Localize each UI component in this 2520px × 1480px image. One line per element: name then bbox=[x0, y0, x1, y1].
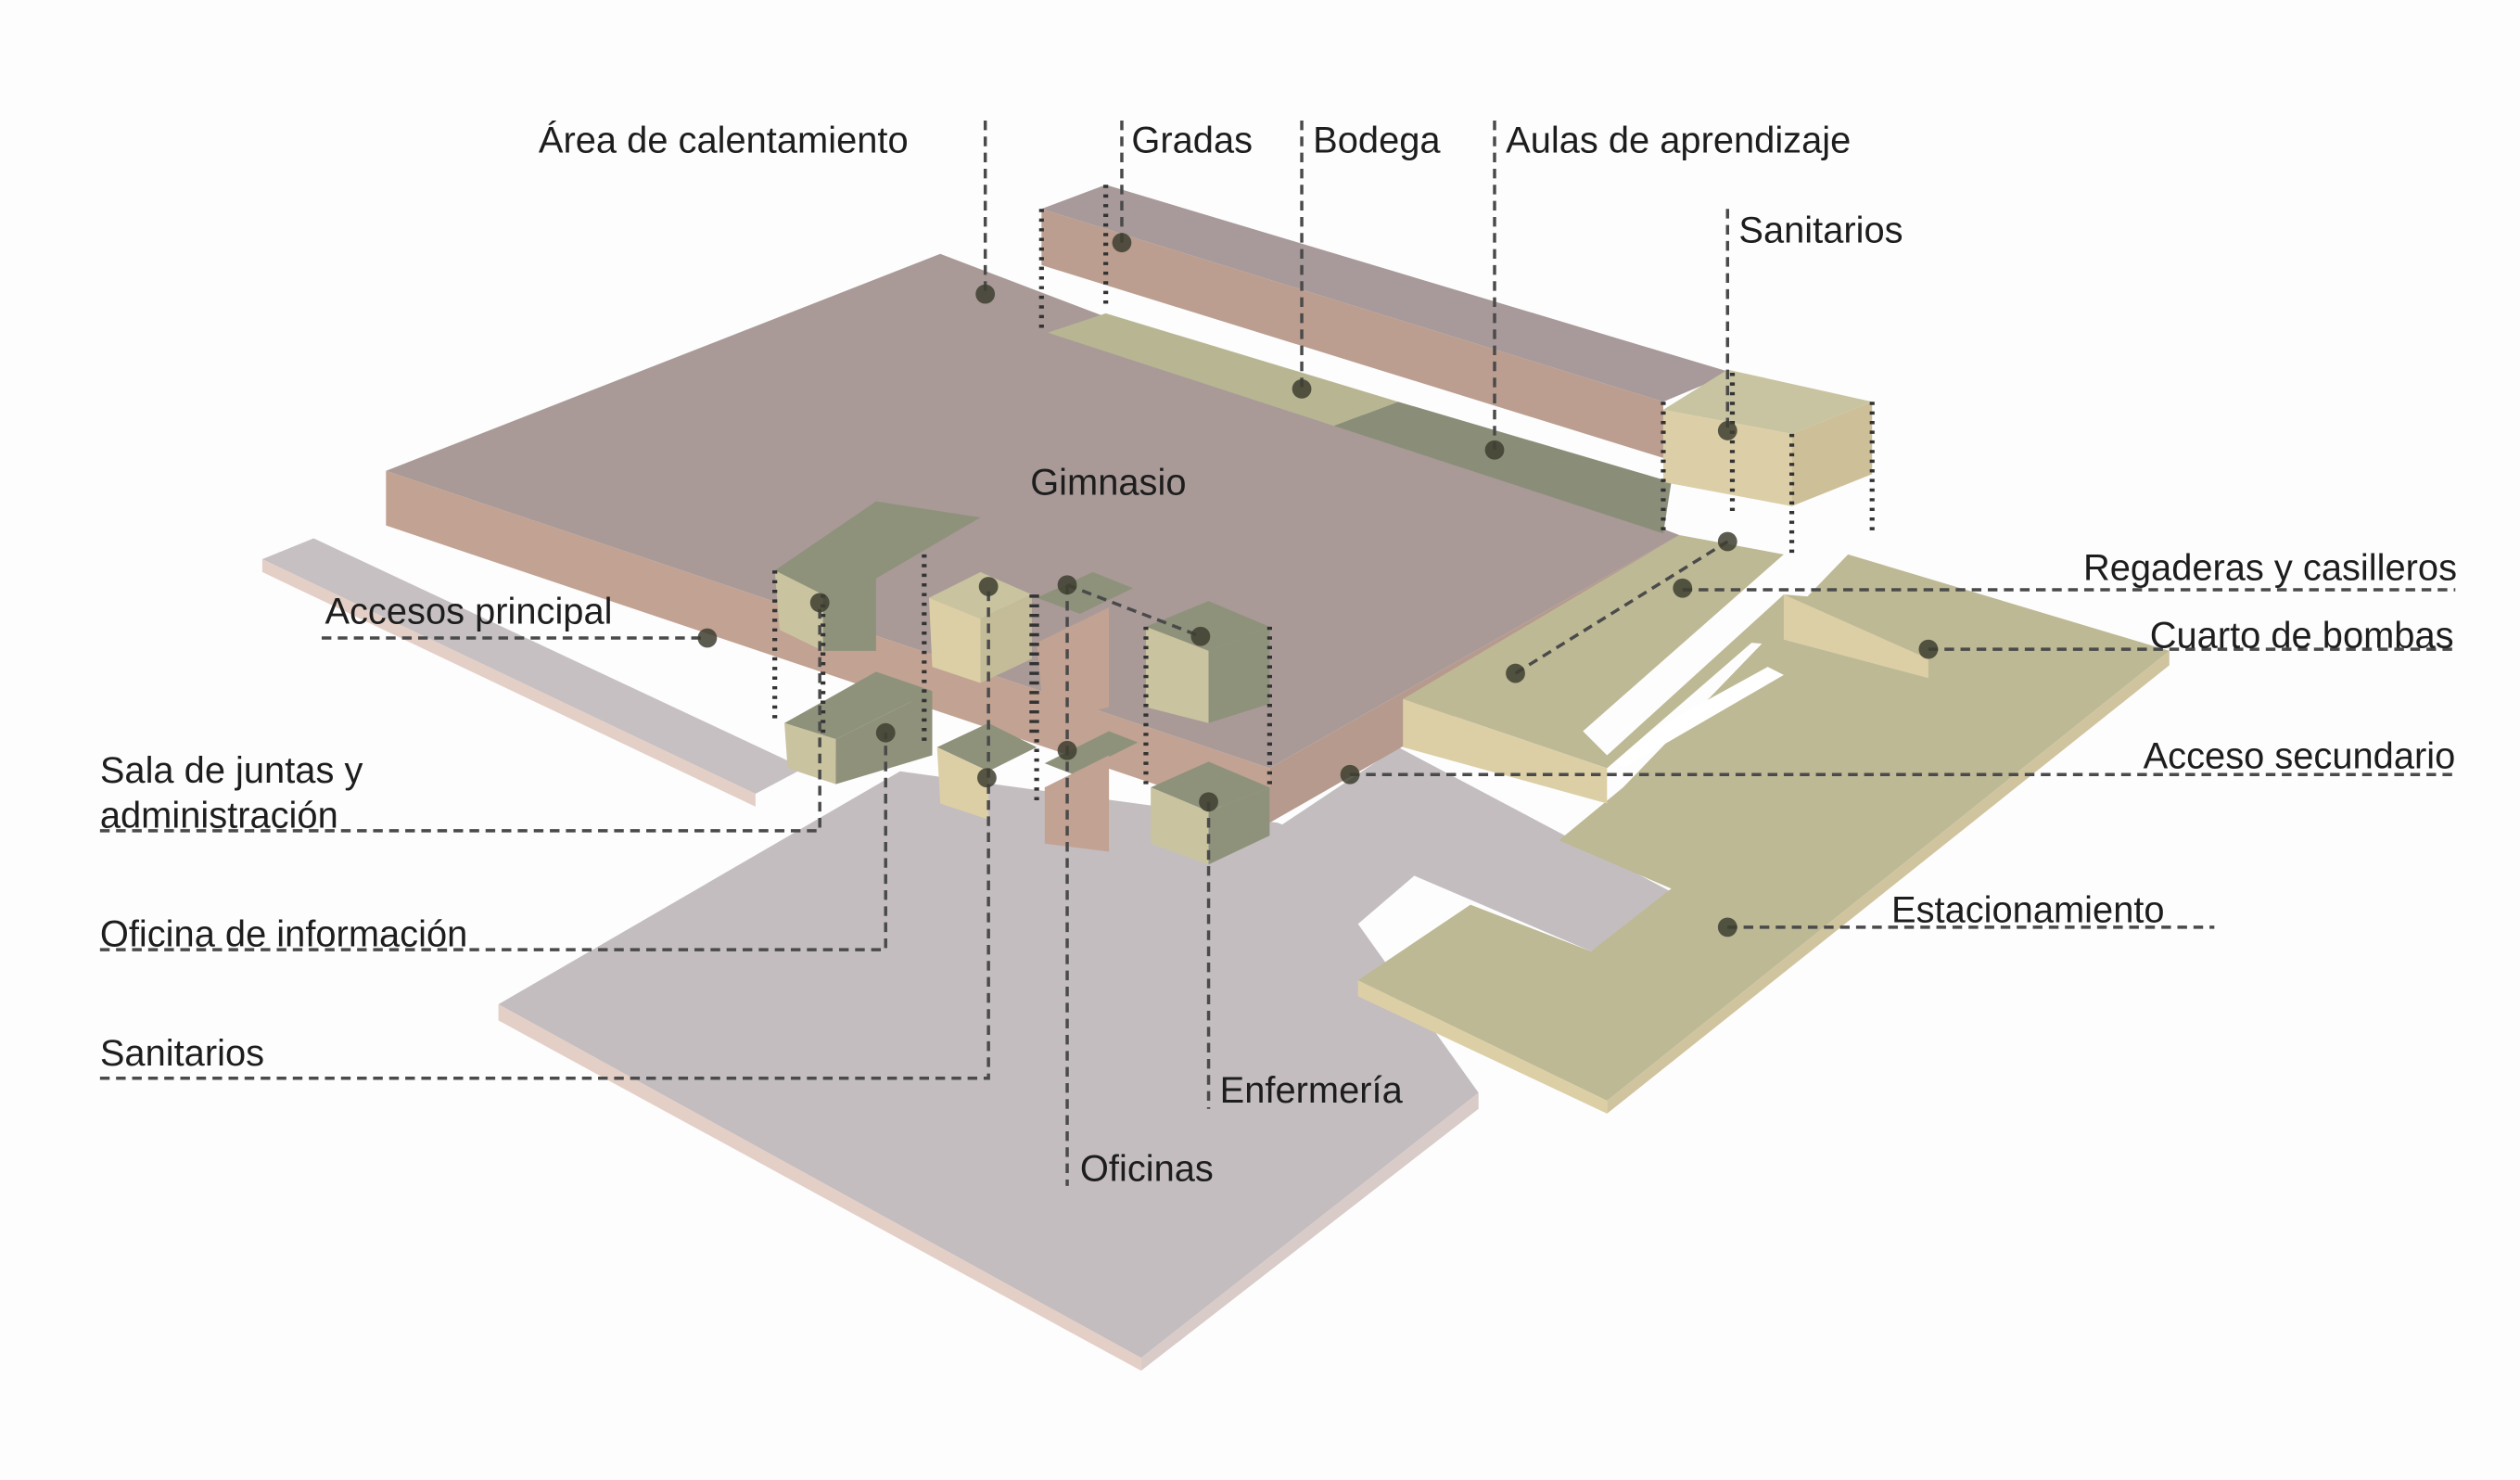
label-oficina-informacion: Oficina de información bbox=[100, 914, 467, 955]
marker-dots bbox=[697, 233, 1939, 938]
label-sala-juntas-2: administración bbox=[100, 795, 338, 836]
sanitarios-box bbox=[1662, 369, 1873, 506]
label-enfermeria: Enfermería bbox=[1220, 1070, 1404, 1111]
showers-block bbox=[1403, 535, 1985, 804]
label-sanitarios-top: Sanitarios bbox=[1738, 211, 1903, 251]
parking-slab bbox=[1357, 554, 2170, 1114]
projection-lines bbox=[772, 185, 1875, 804]
label-regaderas: Regaderas y casilleros bbox=[2083, 548, 2457, 589]
label-bodega: Bodega bbox=[1313, 121, 1441, 161]
label-aulas: Aulas de aprendizaje bbox=[1506, 121, 1851, 161]
label-sanitarios-bottom: Sanitarios bbox=[100, 1033, 264, 1074]
label-sala-juntas-1: Sala de juntas y bbox=[100, 750, 363, 791]
label-accesos-principal: Accesos principal bbox=[325, 591, 612, 632]
label-estacionamiento: Estacionamiento bbox=[1891, 890, 2165, 931]
label-oficinas: Oficinas bbox=[1080, 1149, 1214, 1190]
label-gimnasio: Gimnasio bbox=[1030, 463, 1186, 504]
label-acceso-secundario: Acceso secundario bbox=[2144, 735, 2456, 776]
leader-lines bbox=[99, 120, 2456, 1186]
stands-block bbox=[1041, 185, 1733, 534]
label-area-calentamiento: Área de calentamiento bbox=[539, 120, 909, 161]
label-gradas: Gradas bbox=[1131, 121, 1253, 161]
label-cuarto-bombas: Cuarto de bombas bbox=[2150, 615, 2454, 656]
